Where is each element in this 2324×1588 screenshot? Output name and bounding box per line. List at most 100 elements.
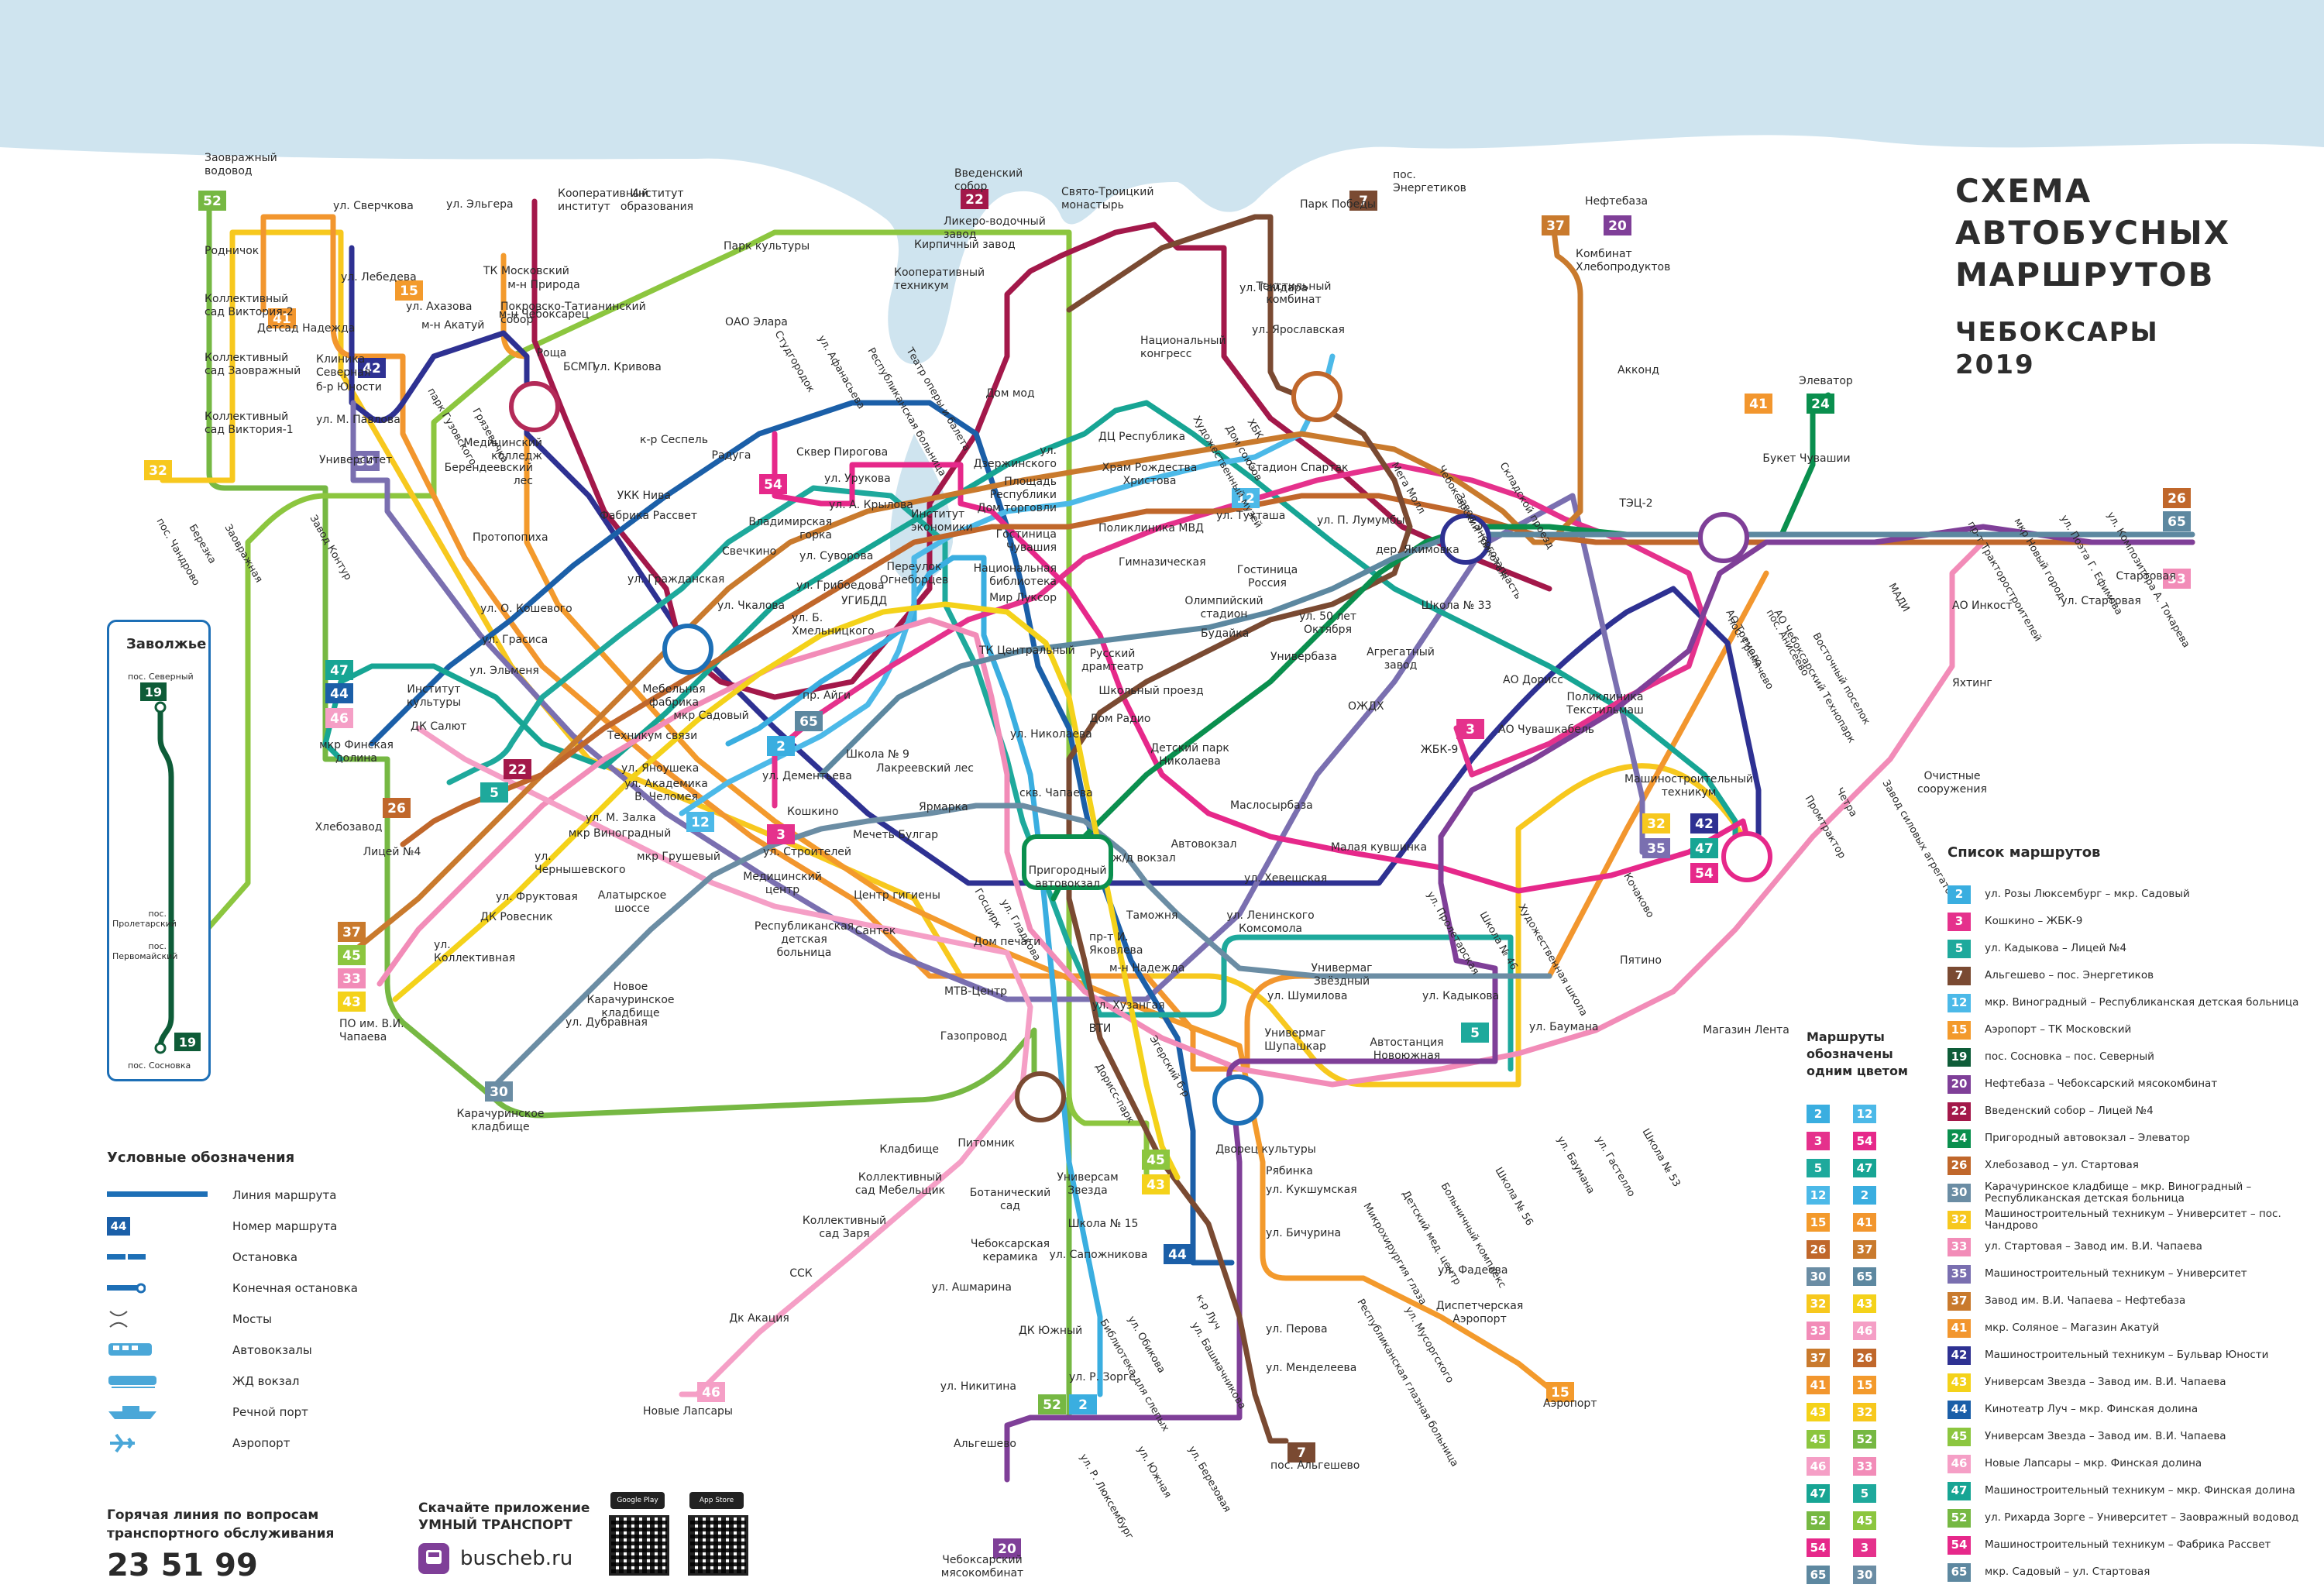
- route-list-text: Машиностроительный техникум – Университе…: [1985, 1267, 2247, 1280]
- route-badge-41: 41: [1807, 1375, 1830, 1394]
- stop-fabrika-rassvet: Фабрика Рассвет: [600, 510, 697, 522]
- route-badge-26: 26: [1853, 1348, 1876, 1367]
- svg-text:ул. Южная: ул. Южная: [1135, 1445, 1174, 1500]
- train-icon: [108, 1376, 156, 1388]
- route-badge-5: 5: [1807, 1158, 1830, 1177]
- bridge-icon: [109, 1311, 128, 1328]
- route-badge-text-45: 45: [1147, 1153, 1165, 1168]
- app-store-badge[interactable]: App Store: [689, 1492, 744, 1509]
- route-badge-12: [686, 812, 714, 832]
- svg-text:ул. Менделеева: ул. Менделеева: [1266, 1362, 1356, 1374]
- stop-maslosyrbaza: Маслосырбаза: [1230, 799, 1313, 812]
- route-badge-47: [1690, 838, 1718, 858]
- svg-text:мкр Садовый: мкр Садовый: [673, 710, 748, 722]
- svg-text:мкр Виноградный: мкр Виноградный: [569, 827, 672, 840]
- zav-stop-severny: пос. Северный: [128, 672, 194, 682]
- svg-text:ул. Сверчкова: ул. Сверчкова: [333, 200, 414, 212]
- stop-shumilova: ул. Шумилова: [1267, 990, 1347, 1002]
- route-badge-text-65: 65: [2168, 514, 2186, 530]
- stop-ao-inkost: АО Инкост: [1952, 600, 2013, 612]
- stop-stadion-spartak: Стадион Спартак: [1248, 462, 1348, 474]
- stop-pos-energ: пос.Энергетиков: [1393, 169, 1466, 194]
- app-site[interactable]: buscheb.ru: [418, 1543, 590, 1574]
- route-badge-12: 12: [1853, 1104, 1876, 1123]
- route-badge-2: 2: [1853, 1185, 1876, 1205]
- stop-o-koshevogo: ул. О. Кошевого: [480, 603, 572, 615]
- route-badge-24: [1807, 394, 1834, 414]
- route-badge-text-5: 5: [490, 785, 499, 801]
- stop-akhazova: ул. Ахазова: [406, 301, 472, 313]
- hotline-number[interactable]: 23 51 99: [107, 1548, 258, 1583]
- svg-text:ул. Перова: ул. Перова: [1266, 1323, 1328, 1335]
- google-play-badge[interactable]: Google Play: [610, 1492, 665, 1509]
- svg-text:Универбаза: Универбаза: [1270, 651, 1337, 663]
- svg-text:Нефтебаза: Нефтебаза: [1585, 195, 1648, 208]
- route-line-7: [1066, 214, 1413, 1444]
- svg-text:ул. Суворова: ул. Суворова: [799, 550, 873, 562]
- route-badge-text-35: 35: [356, 454, 375, 469]
- svg-text:ул. Эльгера: ул. Эльгера: [446, 198, 514, 211]
- stop-yakhting: Яхтинг: [1952, 677, 1992, 689]
- stop-grasisa: ул. Грасиса: [482, 634, 548, 646]
- zavolzhye-inset: Заволжье 19 19 пос. Северный пос. Пролет…: [107, 620, 211, 1081]
- svg-text:ул. Дубравная: ул. Дубравная: [566, 1016, 648, 1029]
- route-badge-text-22: 22: [508, 762, 527, 778]
- route-badge-text-54: 54: [764, 477, 782, 493]
- legend-line: Линия маршрута: [107, 1180, 432, 1211]
- route-list-text: Хлебозавод – ул. Стартовая: [1985, 1159, 2139, 1171]
- stop-nikitina: ул. Никитина: [940, 1380, 1016, 1393]
- route-list-text: Аэропорт – ТК Московский: [1985, 1023, 2132, 1036]
- hotline: Горячая линия по вопросам транспортного …: [107, 1506, 334, 1583]
- stop-bsmp: БСМП: [563, 361, 596, 373]
- route-list-badge: 7: [1948, 966, 1971, 985]
- route-badge-2: 2: [1807, 1104, 1830, 1123]
- stop-dubravnaya: ул. Дубравная: [566, 1016, 648, 1029]
- svg-text:Букет Чувашии: Букет Чувашии: [1762, 452, 1850, 465]
- route-badge-42: [1690, 813, 1718, 834]
- stop-aigi: пр. Айги: [803, 689, 851, 702]
- stop-yuzhnaya: ул. Южная: [1135, 1445, 1174, 1500]
- svg-text:Госцирк: Госцирк: [972, 887, 1004, 930]
- svg-text:Завод силовых агрегатов: Завод силовых агрегатов: [1880, 779, 1958, 902]
- route-badge-15: 15: [1807, 1212, 1830, 1232]
- svg-text:Альгешево: Альгешево: [954, 1438, 1016, 1450]
- route-line-45: [177, 229, 1150, 1181]
- airplane-icon: [110, 1433, 135, 1453]
- route-badge-26: 26: [1807, 1239, 1830, 1259]
